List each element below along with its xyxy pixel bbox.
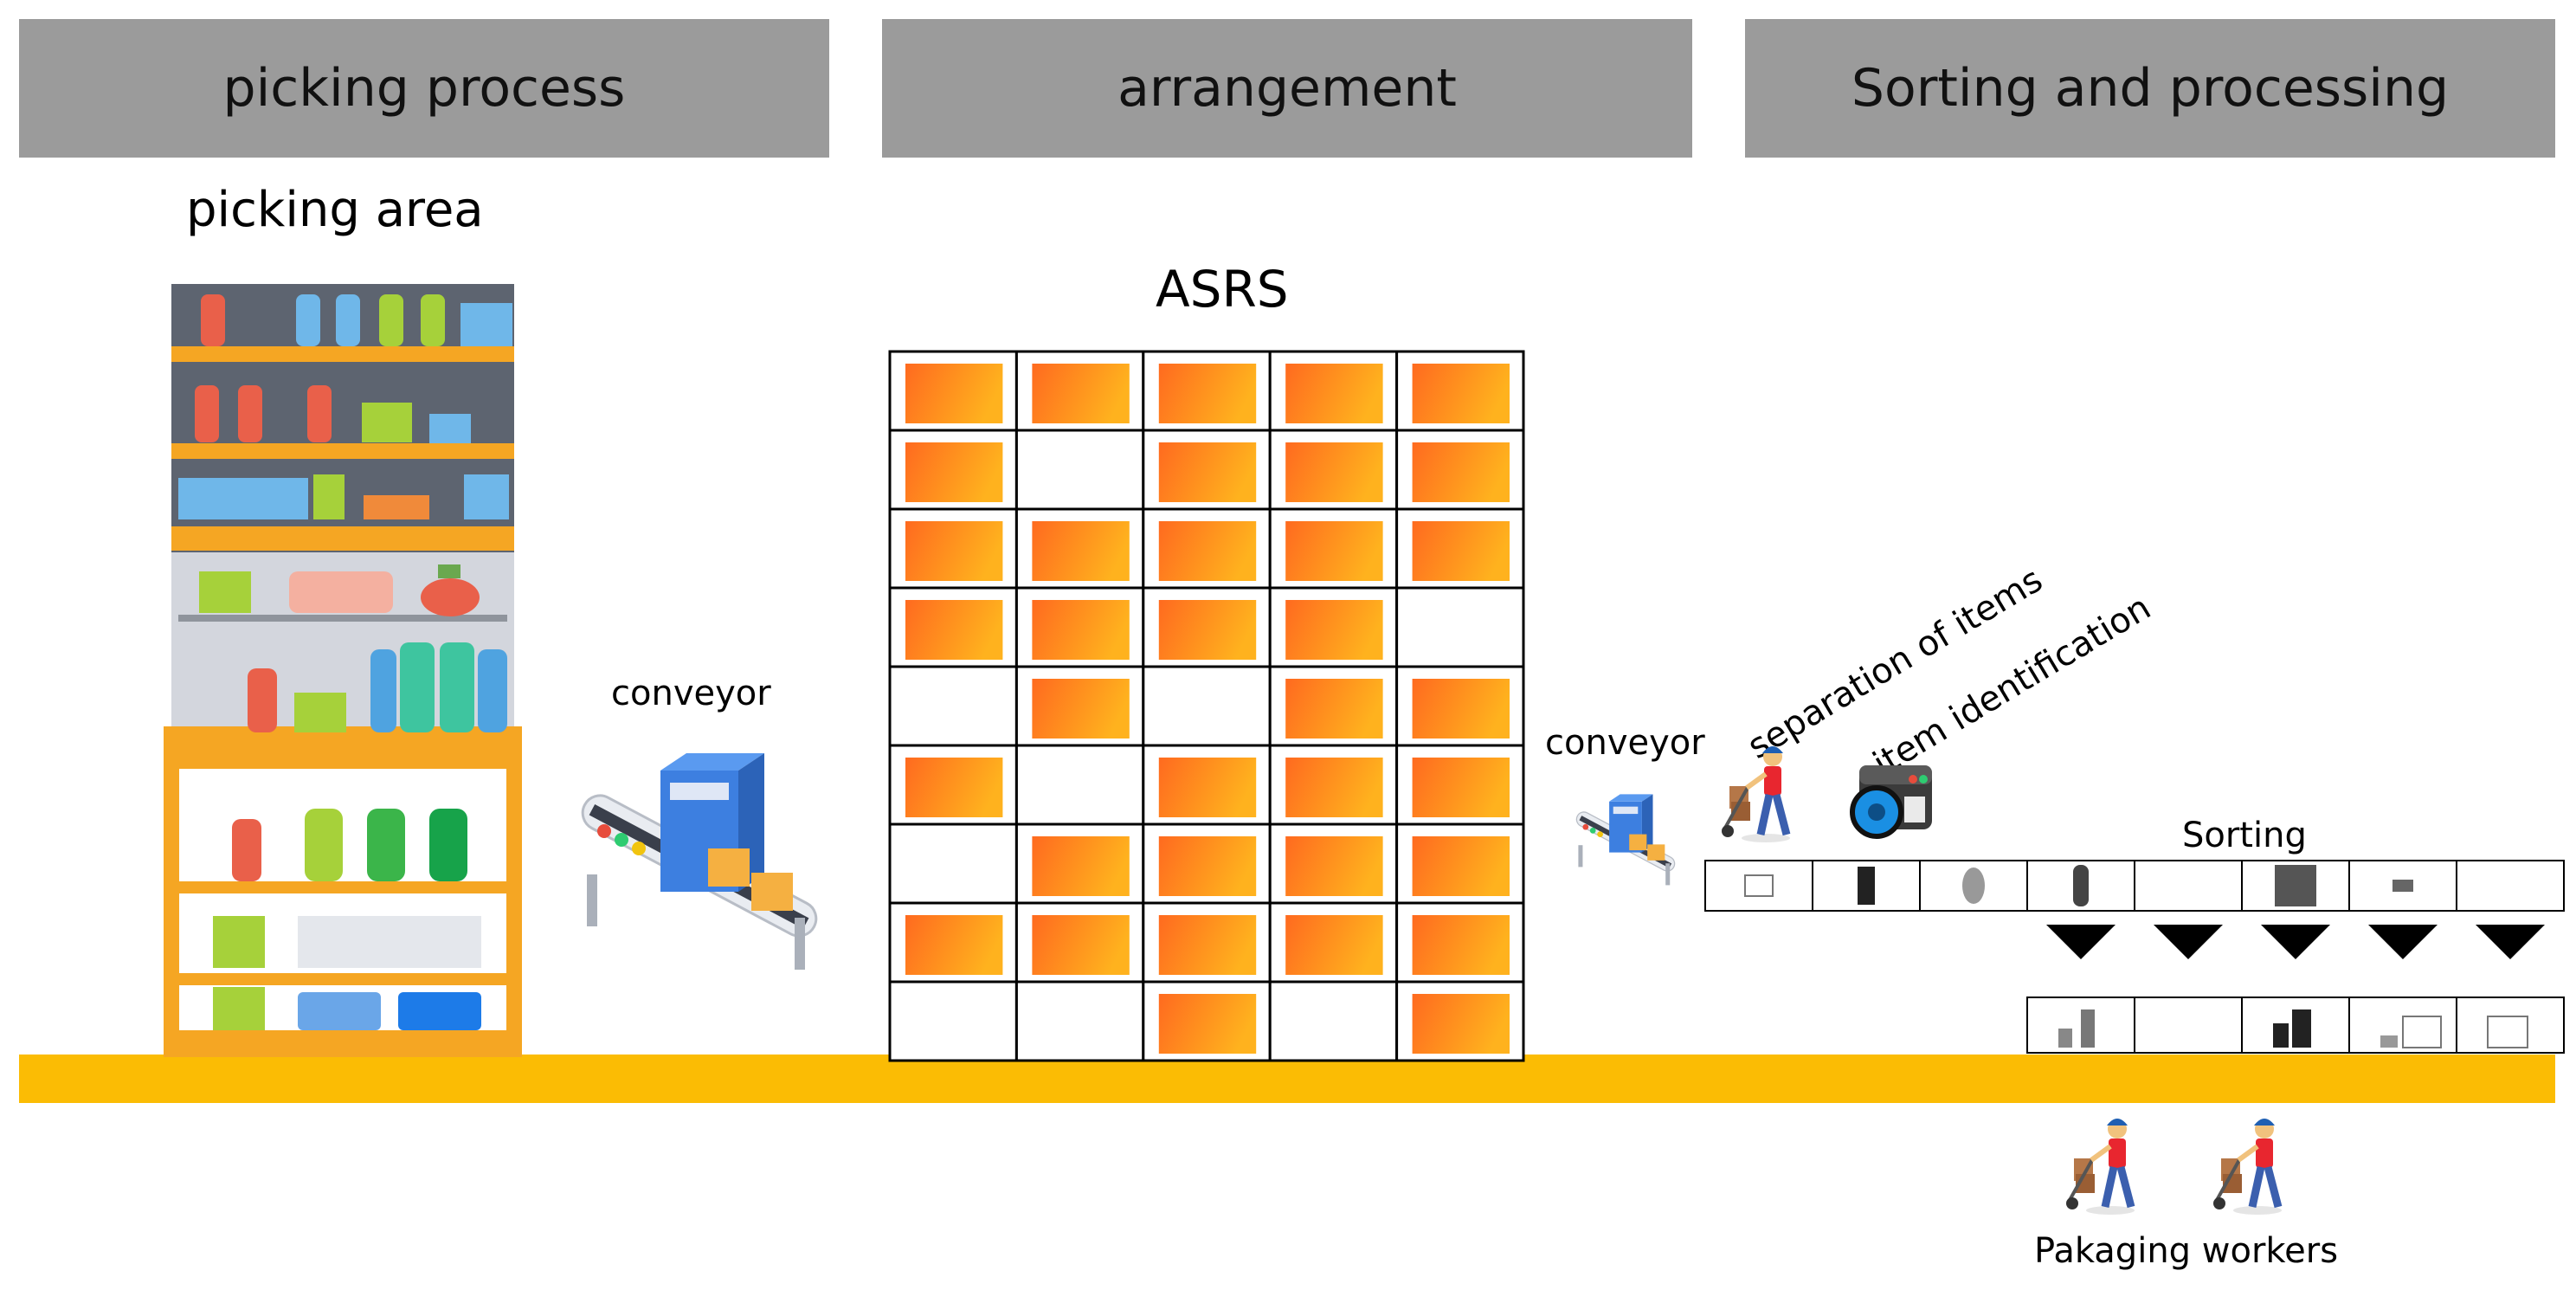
asrs-box: [1032, 836, 1130, 896]
asrs-box: [1032, 364, 1130, 423]
asrs-cell: [888, 822, 1018, 905]
conveyor-label-1: conveyor: [611, 674, 771, 713]
asrs-box: [905, 521, 1003, 581]
asrs-cell: [1395, 586, 1525, 668]
camera-icon: [1850, 765, 1932, 839]
sorted-item: [1858, 867, 1875, 905]
packaging-workers-label: Pakaging workers: [2034, 1231, 2339, 1271]
conveyor-label-2: conveyor: [1545, 723, 1705, 763]
asrs-cell: [1014, 744, 1145, 826]
triangle-down-icon: [2154, 925, 2223, 959]
asrs-cell: [1142, 665, 1272, 747]
asrs-box: [1032, 600, 1130, 660]
stage-header-sorting: Sorting and processing: [1745, 19, 2555, 158]
output-bin: [2134, 997, 2243, 1054]
binned-item: [2058, 1029, 2072, 1048]
output-bin: [2348, 997, 2457, 1054]
asrs-box: [1412, 994, 1510, 1054]
asrs-box: [905, 442, 1003, 502]
asrs-box: [905, 915, 1003, 975]
asrs-box: [1412, 758, 1510, 817]
asrs-box: [1412, 836, 1510, 896]
asrs-box: [1285, 679, 1383, 739]
sorting-label: Sorting: [2182, 816, 2307, 855]
asrs-box: [1158, 758, 1257, 817]
asrs-box: [1285, 600, 1383, 660]
asrs-cell: [1014, 429, 1145, 511]
asrs-box: [1158, 442, 1257, 502]
shelf-icon: [164, 284, 522, 1057]
worker-icon-packaging-2: [2213, 1119, 2282, 1215]
sorter-conveyor: [1704, 860, 2565, 912]
sorted-item: [1744, 874, 1774, 897]
asrs-box: [1158, 915, 1257, 975]
asrs-box: [1032, 521, 1130, 581]
triangle-down-icon: [2046, 925, 2116, 959]
sorted-item: [2392, 880, 2413, 892]
picking-area-label: picking area: [186, 182, 484, 238]
triangle-down-icon: [2261, 925, 2330, 959]
asrs-box: [1032, 915, 1130, 975]
binned-item: [2273, 1023, 2289, 1048]
sorter-slot: [2134, 860, 2243, 912]
asrs-box: [1412, 915, 1510, 975]
binned-item: [2081, 1009, 2095, 1048]
asrs-box: [1158, 600, 1257, 660]
stage-header-arrangement: arrangement: [882, 19, 1692, 158]
sorted-item: [1962, 868, 1985, 904]
asrs-cell: [1268, 980, 1399, 1062]
asrs-box: [1158, 836, 1257, 896]
stage-header-picking: picking process: [19, 19, 829, 158]
asrs-box: [905, 758, 1003, 817]
binned-item: [2487, 1016, 2528, 1048]
sorter-slot: [2456, 860, 2565, 912]
output-bin: [2456, 997, 2565, 1054]
asrs-box: [1412, 521, 1510, 581]
worker-icon-packaging-1: [2066, 1119, 2135, 1215]
asrs-cell: [1014, 980, 1145, 1062]
asrs-box: [1285, 915, 1383, 975]
worker-icon-separation: [1722, 746, 1790, 842]
asrs-box: [1158, 521, 1257, 581]
sorter-output-bins: [2026, 925, 2565, 1054]
asrs-box: [1412, 679, 1510, 739]
sorter-slot: [1704, 860, 1813, 912]
asrs-box: [1032, 679, 1130, 739]
triangle-down-icon: [2476, 925, 2545, 959]
asrs-cell: [888, 665, 1018, 747]
asrs-box: [1285, 442, 1383, 502]
conveyor-icon-1: [575, 751, 824, 971]
asrs-box: [1285, 364, 1383, 423]
asrs-box: [1285, 758, 1383, 817]
sorted-item: [2275, 865, 2316, 906]
asrs-box: [1158, 364, 1257, 423]
asrs-box: [1285, 521, 1383, 581]
floor-line: [19, 1055, 2555, 1103]
conveyor-icon-2: [1573, 793, 1678, 887]
binned-item: [2402, 1016, 2442, 1048]
asrs-box: [1412, 364, 1510, 423]
asrs-box: [1412, 442, 1510, 502]
asrs-box: [905, 600, 1003, 660]
asrs-box: [905, 364, 1003, 423]
binned-item: [2380, 1035, 2398, 1048]
asrs-rack: [888, 350, 1525, 1062]
asrs-label: ASRS: [1156, 260, 1289, 319]
asrs-box: [1158, 994, 1257, 1054]
asrs-cell: [888, 980, 1018, 1062]
triangle-down-icon: [2368, 925, 2438, 959]
binned-item: [2292, 1009, 2311, 1048]
asrs-box: [1285, 836, 1383, 896]
sorted-item: [2073, 865, 2089, 906]
